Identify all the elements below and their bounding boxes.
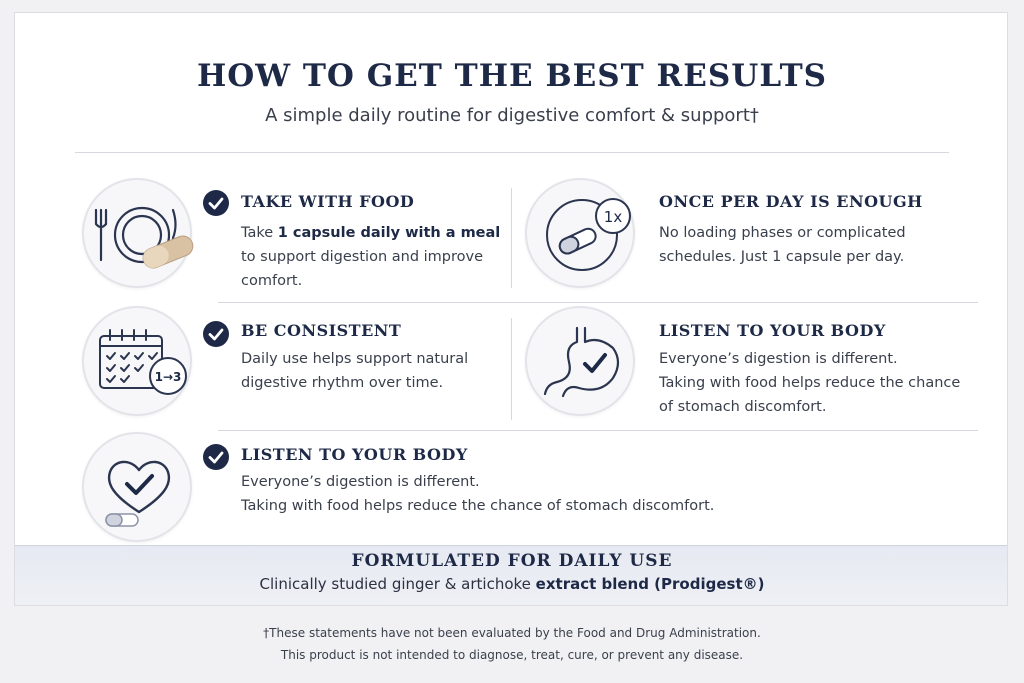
- body-line: to support digestion and improve: [241, 249, 484, 265]
- band-subtitle: Clinically studied ginger & artichoke ex…: [259, 575, 765, 593]
- consistent-badge-text: 1→3: [155, 370, 182, 384]
- item-body-be-consistent: Daily use helps support natural digestiv…: [241, 347, 511, 395]
- once-badge-text: 1x: [604, 208, 623, 226]
- check-circle-icon: [203, 190, 229, 216]
- body-line: comfort.: [241, 273, 303, 289]
- plate-fork-capsule-icon: [82, 178, 194, 288]
- body-line: schedules. Just 1 capsule per day.: [659, 249, 905, 265]
- body-line: Taking with food helps reduce the chance…: [241, 498, 715, 514]
- body-line: Taking with food helps reduce the chance: [659, 375, 961, 391]
- heart-check-capsule-icon: [82, 432, 192, 542]
- body-line: Daily use helps support natural: [241, 351, 469, 367]
- capsule-once-daily-icon: 1x: [525, 178, 635, 288]
- body-line: of stomach discomfort.: [659, 399, 827, 415]
- page-subtitle: A simple daily routine for digestive com…: [265, 105, 759, 126]
- body-line: digestive rhythm over time.: [241, 375, 444, 391]
- calendar-checks-icon: 1→3: [82, 306, 192, 416]
- item-heading-once-per-day: ONCE PER DAY IS ENOUGH: [659, 192, 923, 211]
- item-body-take-with-food: Take 1 capsule daily with a meal to supp…: [241, 221, 511, 293]
- header-divider: [75, 152, 949, 153]
- item-heading-listen-body-2: LISTEN TO YOUR BODY: [241, 445, 468, 464]
- check-circle-icon: [203, 321, 229, 347]
- body-line: Everyone’s digestion is different.: [241, 474, 480, 490]
- body-line: No loading phases or complicated: [659, 225, 906, 241]
- item-body-listen-body-1: Everyone’s digestion is different. Takin…: [659, 347, 979, 419]
- item-heading-be-consistent: BE CONSISTENT: [241, 321, 402, 340]
- disclaimer-line-1: †These statements have not been evaluate…: [263, 626, 761, 640]
- item-heading-take-with-food: TAKE WITH FOOD: [241, 192, 415, 211]
- page-title: HOW TO GET THE BEST RESULTS: [196, 58, 828, 94]
- body-line: Everyone’s digestion is different.: [659, 351, 898, 367]
- check-circle-icon: [203, 444, 229, 470]
- body-line: Take 1 capsule daily with a meal: [241, 225, 501, 241]
- row-divider-2: [218, 430, 978, 431]
- stomach-check-icon: [525, 306, 635, 416]
- band-title: FORMULATED FOR DAILY USE: [351, 551, 673, 571]
- column-divider-1: [511, 188, 512, 288]
- disclaimer-line-2: This product is not intended to diagnose…: [280, 648, 744, 662]
- formulation-band: [15, 545, 1007, 605]
- row-divider-1: [218, 302, 978, 303]
- item-heading-listen-body-1: LISTEN TO YOUR BODY: [659, 321, 886, 340]
- item-body-listen-body-2: Everyone’s digestion is different. Takin…: [241, 470, 841, 518]
- item-body-once-per-day: No loading phases or complicated schedul…: [659, 221, 979, 269]
- column-divider-2: [511, 318, 512, 420]
